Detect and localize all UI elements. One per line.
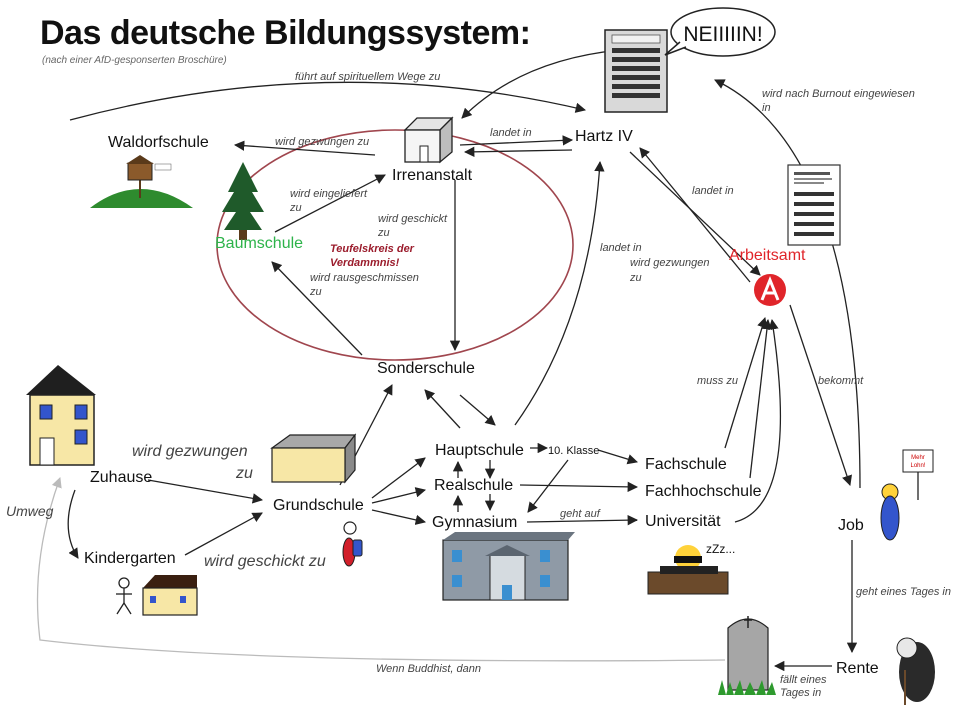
node-grundschule: Grundschule <box>273 497 364 514</box>
edge-sonder-baum <box>271 261 363 356</box>
node-10-klasse: 10. Klasse <box>548 445 599 457</box>
gravestone-icon <box>718 616 776 695</box>
edge-label-faellt-2: Tages in <box>780 687 821 699</box>
edge-label-tages: geht eines Tages in <box>856 586 951 598</box>
edge-label-burnout-1: wird nach Burnout eingewiesen <box>762 88 915 100</box>
edge-gym-uni <box>526 514 639 526</box>
edge-label-rausgeschmissen-2: zu <box>309 286 322 298</box>
edge-label-zuhause-gezwungen-2: zu <box>235 465 253 482</box>
teufelskreis-ellipse <box>216 129 574 361</box>
node-fachhochschule: Fachhochschule <box>645 483 762 500</box>
edge-irren-waldorf <box>233 140 376 156</box>
zzz-label: zZz... <box>706 542 735 556</box>
edge-label-landet-gezwungen-3: zu <box>629 272 642 284</box>
neiiin-label: NEIIIIIN! <box>683 23 762 46</box>
node-irrenanstalt: Irrenanstalt <box>392 167 473 184</box>
edge-grund-real <box>371 487 427 504</box>
edge-label-muss-zu: muss zu <box>697 375 738 387</box>
teufelskreis-label-2: Verdammnis! <box>330 257 400 269</box>
teufelskreis-label-1: Teufelskreis der <box>330 243 415 255</box>
edge-label-spirituell: führt auf spirituellem Wege zu <box>295 71 440 83</box>
edge-fhs-amt <box>749 318 773 479</box>
node-baumschule: Baumschule <box>215 235 303 252</box>
edge-label-landet-in-1: landet in <box>490 127 532 139</box>
edge-haupt-hartz <box>514 160 605 426</box>
edge-hartz-amt <box>629 151 761 276</box>
node-universitaet: Universität <box>645 513 721 530</box>
school-building-icon <box>442 532 575 601</box>
node-zuhause: Zuhause <box>90 469 152 486</box>
edge-label-buddhist: Wenn Buddhist, dann <box>376 663 481 675</box>
edge-buddhist <box>36 477 726 662</box>
edge-label-rausgeschmissen-1: wird rausgeschmissen <box>310 272 419 284</box>
edge-kiga-grund <box>184 512 263 556</box>
edge-label-geschickt-2: zu <box>377 227 390 239</box>
kindergarten-house-icon <box>142 575 198 616</box>
node-realschule: Realschule <box>434 477 513 494</box>
edge-uni-amt <box>734 318 782 523</box>
grundschule-building-icon <box>270 433 357 484</box>
sign-label-2: Lohn! <box>910 463 925 469</box>
edge-amt-job <box>789 304 852 486</box>
edge-label-eingeliefert-1: wird eingeliefert <box>290 188 368 200</box>
edge-label-kiga-geschickt: wird geschickt zu <box>204 553 326 570</box>
node-kindergarten: Kindergarten <box>84 550 176 567</box>
edge-grund-gym <box>371 509 427 526</box>
edge-10-fach <box>597 449 638 465</box>
edge-server-irren <box>461 49 621 119</box>
node-job: Job <box>838 517 864 534</box>
sleeping-student-icon <box>647 545 729 595</box>
node-umweg: Umweg <box>6 503 54 519</box>
worker-icon <box>880 449 934 541</box>
edge-label-landet-gezwungen-2: wird gezwungen <box>630 257 710 269</box>
edge-label-burnout-2: in <box>762 102 771 114</box>
pupil-icon <box>342 521 363 567</box>
edge-label-faellt-1: fällt eines <box>780 674 827 686</box>
edge-baum-irren <box>274 174 386 233</box>
waldorf-hill-icon <box>90 155 193 208</box>
page-title: Das deutsche Bildungssystem: <box>40 14 530 52</box>
node-waldorfschule: Waldorfschule <box>108 134 209 151</box>
edge-label-eingeliefert-2: zu <box>289 202 302 214</box>
page-subtitle: (nach einer AfD-gesponserten Broschüre) <box>42 55 227 66</box>
node-hauptschule: Hauptschule <box>435 442 524 459</box>
edge-hartz-irren <box>463 146 573 158</box>
edge-label-zuhause-gezwungen-1: wird gezwungen <box>132 443 248 460</box>
edge-irren-hartz <box>459 135 574 146</box>
irrenanstalt-icon <box>403 116 454 164</box>
node-rente: Rente <box>836 660 879 677</box>
edge-sonder-haupt <box>459 394 496 426</box>
tree-icon <box>222 162 264 240</box>
edge-burnout <box>714 79 861 489</box>
house-icon <box>26 365 96 466</box>
edge-grund-haupt <box>371 457 426 499</box>
node-arbeitsamt: Arbeitsamt <box>729 247 806 264</box>
node-fachschule: Fachschule <box>645 456 727 473</box>
elderly-person-icon <box>896 637 935 705</box>
node-gymnasium: Gymnasium <box>432 514 517 531</box>
edge-real-fhs <box>519 481 639 493</box>
document-icon <box>787 164 841 246</box>
edge-label-geschickt-1: wird geschickt <box>378 213 448 225</box>
edge-zuhause-kiga <box>67 489 79 559</box>
edge-label-landet-gezwungen-1: landet in <box>600 242 642 254</box>
edge-zuhause-grund <box>147 479 264 504</box>
edge-fach-amt <box>724 317 768 449</box>
server-icon <box>604 29 668 113</box>
node-hartz-iv: Hartz IV <box>575 128 633 145</box>
node-sonderschule: Sonderschule <box>377 360 475 377</box>
child-figure-icon <box>116 577 132 615</box>
arbeitsamt-logo <box>754 274 786 306</box>
edge-label-gezwungen: wird gezwungen zu <box>275 136 369 148</box>
speech-bubble <box>664 7 776 57</box>
edge-label-bekommt: bekommt <box>818 375 864 387</box>
edge-spirituell <box>69 81 587 121</box>
edge-haupt-sonder <box>424 389 461 429</box>
edge-label-geht-auf: geht auf <box>560 508 601 520</box>
sign-label-1: Mehr <box>911 455 925 461</box>
edge-label-landet-in-2: landet in <box>692 185 734 197</box>
edge-amt-hartz <box>639 147 751 283</box>
